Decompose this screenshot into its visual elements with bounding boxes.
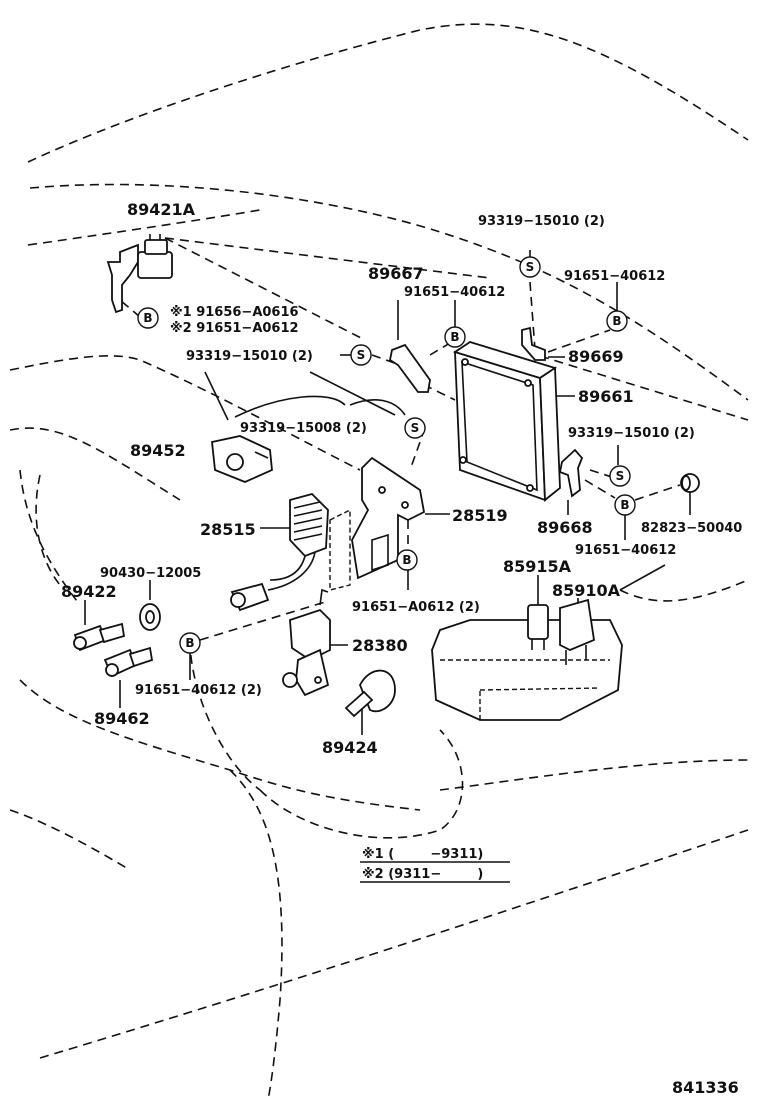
part-label-90430: 90430−12005 bbox=[100, 566, 201, 581]
part-label-89452: 89452 bbox=[130, 441, 186, 460]
b-symbol: B bbox=[444, 326, 466, 348]
part-label-89661: 89661 bbox=[578, 387, 634, 406]
bolt-label-91651-c: 91651−40612 bbox=[575, 543, 676, 558]
part-label-82823: 82823−50040 bbox=[641, 521, 742, 536]
part-label-89668: 89668 bbox=[537, 518, 593, 537]
note-lines bbox=[360, 861, 510, 883]
note-1: ※1 ( −9311) bbox=[362, 847, 483, 862]
s-symbol: S bbox=[350, 344, 372, 366]
bolt-label-93319-left: 93319−15010 (2) bbox=[186, 349, 313, 364]
s-symbol: S bbox=[404, 417, 426, 439]
part-label-28519: 28519 bbox=[452, 506, 508, 525]
part-label-89667: 89667 bbox=[368, 264, 424, 283]
part-90430-washer bbox=[139, 603, 161, 631]
b-symbol-label: B bbox=[402, 553, 411, 567]
part-89661-ecu bbox=[452, 341, 561, 502]
bolt-label-91651-a: 91651−40612 bbox=[404, 285, 505, 300]
s-symbol-label: S bbox=[357, 348, 366, 362]
b-symbol-label: B bbox=[143, 311, 152, 325]
part-label-28380: 28380 bbox=[352, 636, 408, 655]
bolt-label-91656: ※1 91656−A0616 bbox=[170, 305, 299, 320]
b-symbol: B bbox=[396, 549, 418, 571]
part-label-85910A: 85910A bbox=[552, 581, 621, 600]
part-label-89422: 89422 bbox=[61, 582, 117, 601]
part-label-89424: 89424 bbox=[322, 738, 378, 757]
part-89422-sensor bbox=[73, 622, 126, 652]
part-89667-bracket bbox=[388, 343, 431, 393]
part-label-89669: 89669 bbox=[568, 347, 624, 366]
part-89452-sensor bbox=[211, 435, 273, 483]
s-symbol-label: S bbox=[526, 260, 535, 274]
b-symbol: B bbox=[606, 310, 628, 332]
note-2: ※2 (9311− ) bbox=[362, 867, 483, 882]
bolt-label-91651-b: 91651−40612 bbox=[564, 269, 665, 284]
s-symbol: S bbox=[609, 465, 631, 487]
b-symbol-label: B bbox=[612, 314, 621, 328]
part-89424-sensor bbox=[344, 669, 396, 718]
part-fuse-box bbox=[431, 598, 623, 721]
diagram-number: 841336 bbox=[672, 1078, 739, 1097]
b-symbol-label: B bbox=[450, 330, 459, 344]
bolt-label-93319-top: 93319−15010 (2) bbox=[478, 214, 605, 229]
b-symbol: B bbox=[137, 307, 159, 329]
part-label-28515: 28515 bbox=[200, 520, 256, 539]
bolt-label-93319-right: 93319−15010 (2) bbox=[568, 426, 695, 441]
body-outline bbox=[9, 23, 749, 1101]
part-89669-bracket bbox=[521, 326, 546, 361]
b-symbol: B bbox=[179, 632, 201, 654]
b-symbol-label: B bbox=[620, 498, 629, 512]
b-symbol: B bbox=[614, 494, 636, 516]
bolt-label-93319-15008: 93319−15008 (2) bbox=[240, 421, 367, 436]
s-symbol-label: S bbox=[411, 421, 420, 435]
s-symbol-label: S bbox=[616, 469, 625, 483]
part-89668-bracket bbox=[558, 448, 584, 498]
b-symbol-label: B bbox=[185, 636, 194, 650]
part-label-89462: 89462 bbox=[94, 709, 150, 728]
part-label-85915A: 85915A bbox=[503, 557, 572, 576]
part-label-89421A: 89421A bbox=[127, 200, 196, 219]
part-28515-resistor bbox=[230, 492, 329, 612]
bolt-label-91651-A0612: ※2 91651−A0612 bbox=[170, 321, 299, 336]
part-28519-bracket bbox=[329, 456, 426, 591]
part-28380-unit bbox=[282, 588, 331, 697]
part-89462-sensor bbox=[103, 646, 154, 678]
part-82823-grommet bbox=[680, 473, 700, 493]
bolt-label-91651-40612-2: 91651−40612 (2) bbox=[135, 683, 262, 698]
bolt-label-91651-A0612-2: 91651−A0612 (2) bbox=[352, 600, 480, 615]
s-symbol: S bbox=[519, 256, 541, 278]
part-89421A-drawing bbox=[106, 234, 173, 314]
